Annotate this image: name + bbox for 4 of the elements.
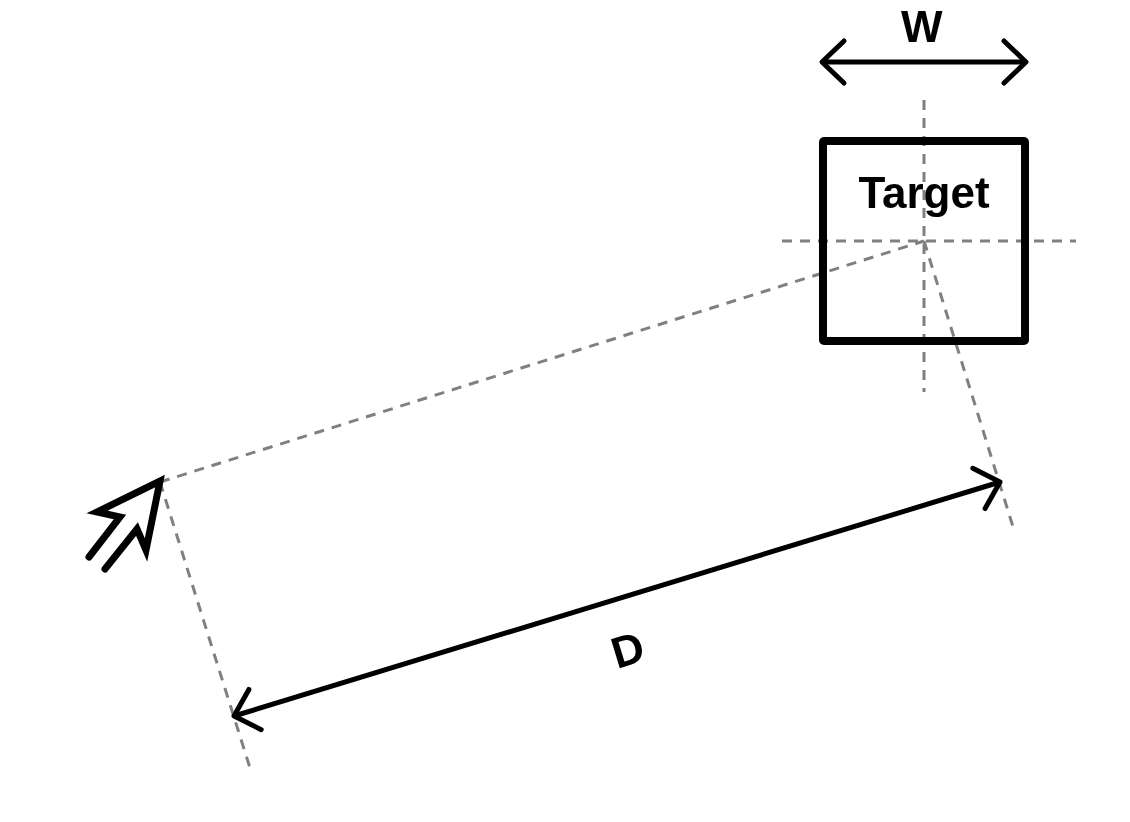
dimension-label: D <box>606 624 650 676</box>
target-box <box>819 137 1029 345</box>
target-label: Target <box>858 171 990 215</box>
dimension-label: W <box>901 5 943 49</box>
